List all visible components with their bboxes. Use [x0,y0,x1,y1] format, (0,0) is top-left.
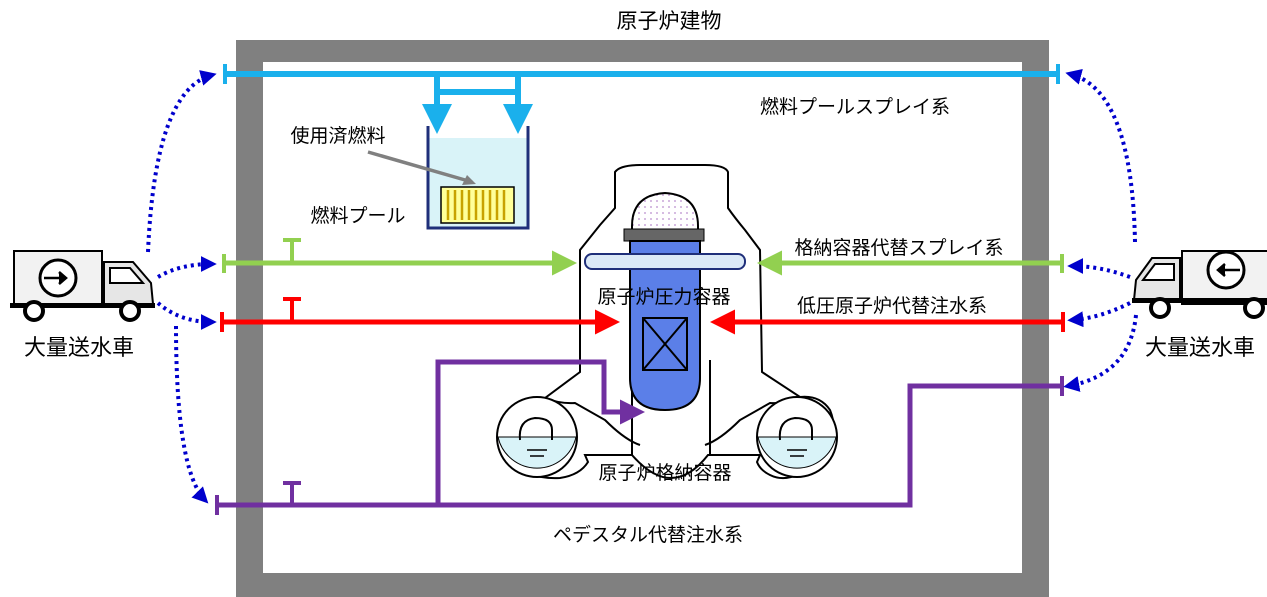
low-pressure-injection-line [220,297,1065,335]
hoses-left [146,70,217,504]
reactor-pressure-vessel [623,191,705,412]
pedestal-injection-line [215,359,1064,515]
valve-icon [283,238,301,263]
fuel-pool [426,126,530,230]
hoses-right [1063,69,1138,392]
reactor-core-icon [642,317,688,371]
pedestal-injection-label: ペデスタル代替注水系 [553,524,743,546]
building-label: 原子炉建物 [617,9,722,33]
water-truck-icon [1132,250,1267,319]
truck-right-label: 大量送水車 [1145,336,1255,361]
containment-label: 原子炉格納容器 [598,462,731,484]
valve-icon [283,297,301,322]
water-truck-icon [10,250,155,322]
fuel-assembly-icon [440,186,515,224]
suppression-pool-left [496,396,578,478]
spent-fuel-pointer [367,150,473,184]
truck-left-label: 大量送水車 [24,336,134,361]
containment-spray-line [222,238,1064,276]
containment-spray-label: 格納容器代替スプレイ系 [794,237,1003,259]
valve-icon [283,481,301,505]
spent-fuel-label: 使用済燃料 [290,125,385,147]
fuel-pool-label: 燃料プール [310,205,405,227]
fuel-pool-spray-label: 燃料プールスプレイ系 [760,96,950,118]
containment-spray-header [584,253,746,270]
rpv-label: 原子炉圧力容器 [597,286,730,308]
spent-fuel-pointer-head [462,175,476,185]
low-pressure-injection-label: 低圧原子炉代替注水系 [797,295,987,317]
fuel-pool-spray-line [223,64,1060,134]
suppression-pool-right [756,396,838,478]
